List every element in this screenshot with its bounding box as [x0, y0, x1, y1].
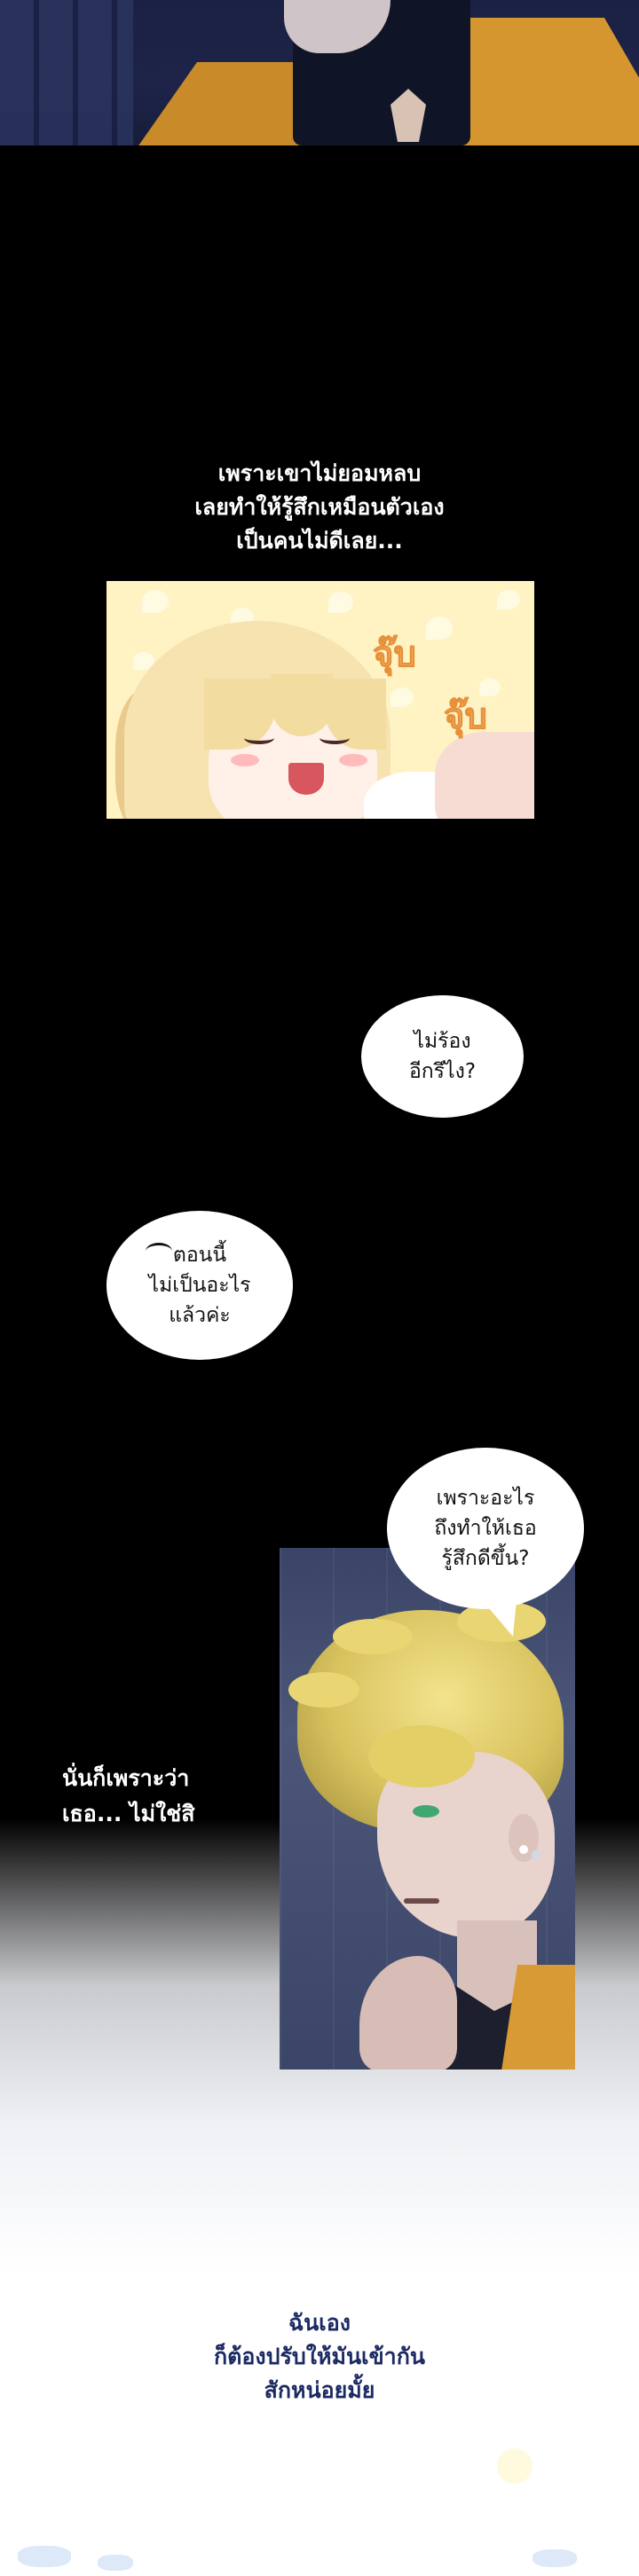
- bubble-line: ถึงทำให้เธอ: [434, 1517, 537, 1540]
- bubble-line: รู้สึกดีขึ้น?: [441, 1547, 530, 1570]
- chibi-blush-left: [231, 754, 259, 766]
- caption-line: ฉันเอง: [288, 2310, 351, 2336]
- bubble-line: อีกรึไง?: [408, 1060, 477, 1083]
- background-petal: [142, 590, 169, 613]
- caption-line: สักหน่อยมั้ย: [264, 2377, 375, 2403]
- chibi-eye-right: [320, 732, 350, 744]
- bubble-line: เพราะอะไร: [436, 1487, 535, 1510]
- character-ear: [509, 1814, 539, 1862]
- background-petal: [426, 617, 453, 640]
- chibi-blush-right: [339, 754, 367, 766]
- caption-line: เป็นคนไม่ดีเลย...: [236, 528, 403, 554]
- caption-line: เพราะเขาไม่ยอมหลบ: [217, 460, 422, 486]
- chibi-eye-left: [244, 732, 274, 744]
- top-panel-illustration: [0, 0, 639, 145]
- bubble-line: ไม่ร้อง: [414, 1030, 471, 1053]
- caption-block-1: เพราะเขาไม่ยอมหลบ เลยทำให้รู้สึกเหมือนตั…: [169, 457, 470, 558]
- bottom-flake: [98, 2555, 133, 2571]
- caption-line: เธอ... ไม่ใช่สิ: [62, 1801, 195, 1826]
- hair-strand: [333, 1619, 413, 1654]
- hair-strand: [368, 1725, 475, 1787]
- background-petal: [328, 592, 353, 613]
- hair-strand: [288, 1672, 359, 1708]
- squiggle-mark: [146, 1243, 172, 1260]
- speech-bubble-1: ไม่ร้อง อีกรึไง?: [361, 995, 524, 1118]
- background-petal: [390, 687, 414, 707]
- background-petal: [479, 679, 501, 696]
- speech-bubble-3: เพราะอะไร ถึงทำให้เธอ รู้สึกดีขึ้น?: [387, 1448, 584, 1641]
- bubble-line: ไม่เป็นอะไร: [148, 1274, 251, 1297]
- caption-block-3: ฉันเอง ก็ต้องปรับให้มันเข้ากัน สักหน่อยม…: [169, 2306, 470, 2407]
- background-petal: [133, 652, 154, 670]
- bottom-flake: [18, 2546, 71, 2567]
- blond-character-panel: [280, 1548, 575, 2069]
- chibi-mouth: [288, 763, 324, 795]
- sfx-text: จุ๊บ: [373, 633, 417, 676]
- bubble-line: ตอนนี้: [172, 1244, 227, 1267]
- earring: [519, 1845, 528, 1854]
- sfx-text: จุ๊บ: [444, 695, 488, 738]
- chibi-kiss-panel: จุ๊บ จุ๊บ: [106, 581, 534, 819]
- background-petal: [497, 590, 520, 609]
- character-eye: [413, 1805, 439, 1818]
- sparkle: [497, 2448, 532, 2484]
- caption-line: นั่นก็เพราะว่า: [62, 1765, 190, 1791]
- chibi-bang: [271, 674, 333, 736]
- caption-line: ก็ต้องปรับให้มันเข้ากัน: [214, 2344, 425, 2369]
- bottom-flake: [532, 2549, 577, 2567]
- character-mouth: [404, 1898, 439, 1904]
- speech-bubble-2: ตอนนี้ ไม่เป็นอะไร แล้วค่ะ: [106, 1211, 293, 1360]
- hand-holding: [435, 732, 534, 819]
- caption-line: เลยทำให้รู้สึกเหมือนตัวเอง: [194, 494, 445, 520]
- bubble-line: แล้วค่ะ: [169, 1304, 231, 1327]
- window-blinds: [0, 0, 133, 145]
- caption-block-2: นั่นก็เพราะว่า เธอ... ไม่ใช่สิ: [62, 1761, 266, 1832]
